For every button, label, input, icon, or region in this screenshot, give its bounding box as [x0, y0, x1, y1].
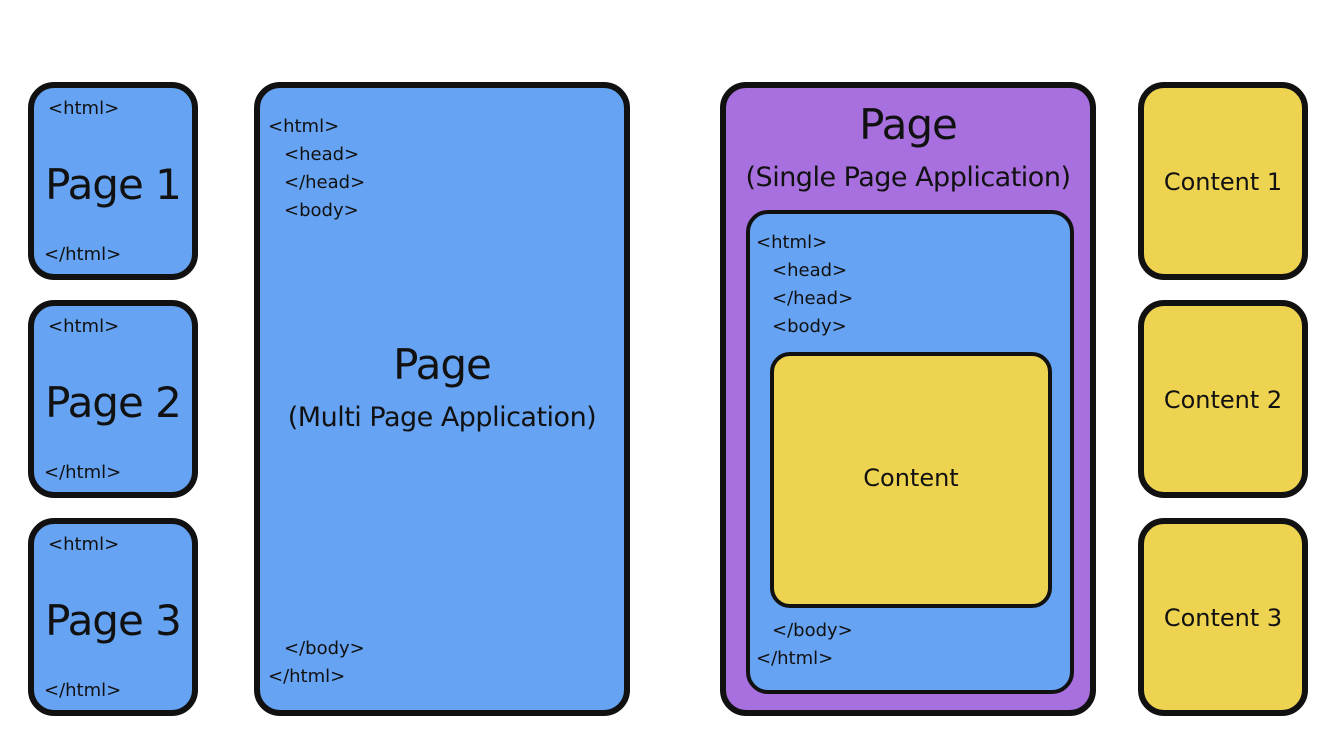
spa-tag-body-close: </body> [772, 620, 853, 641]
page-3-title: Page 3 [45, 596, 182, 645]
mpa-subtitle: (Multi Page Application) [287, 402, 597, 433]
page-2-title: Page 2 [45, 378, 182, 427]
spa-html-box: <html> <head> </head> <body> Content </b… [746, 210, 1074, 694]
page-2-box: <html> Page 2 </html> [28, 300, 198, 498]
mpa-tag-body-close: </body> [284, 638, 365, 659]
mpa-tag-html-close: </html> [268, 666, 346, 687]
spa-tag-html-open: <html> [756, 232, 828, 253]
html-close-tag: </html> [44, 680, 122, 701]
spa-tag-html-close: </html> [756, 648, 834, 669]
html-close-tag: </html> [44, 244, 122, 265]
mpa-title: Page [393, 340, 492, 389]
html-close-tag: </html> [44, 462, 122, 483]
content-3-label: Content 3 [1163, 604, 1283, 632]
page-1-title: Page 1 [45, 160, 182, 209]
html-open-tag: <html> [48, 534, 120, 555]
spa-tag-body-open: <body> [772, 316, 847, 337]
html-open-tag: <html> [48, 316, 120, 337]
mpa-page-box: <html> <head> </head> <body> Page (Multi… [254, 82, 630, 716]
content-1-box: Content 1 [1138, 82, 1308, 280]
page-1-box: <html> Page 1 </html> [28, 82, 198, 280]
spa-title: Page [859, 100, 958, 149]
spa-content-label: Content [863, 464, 959, 492]
content-2-label: Content 2 [1163, 386, 1283, 414]
mpa-tag-body-open: <body> [284, 200, 359, 221]
page-3-box: <html> Page 3 </html> [28, 518, 198, 716]
spa-tag-head-close: </head> [772, 288, 854, 309]
spa-tag-head-open: <head> [772, 260, 848, 281]
content-1-label: Content 1 [1163, 168, 1283, 196]
content-2-box: Content 2 [1138, 300, 1308, 498]
content-3-box: Content 3 [1138, 518, 1308, 716]
mpa-tag-html-open: <html> [268, 116, 340, 137]
mpa-tag-head-open: <head> [284, 144, 360, 165]
mpa-tag-head-close: </head> [284, 172, 366, 193]
html-open-tag: <html> [48, 98, 120, 119]
spa-page-box: Page (Single Page Application) <html> <h… [720, 82, 1096, 716]
spa-subtitle: (Single Page Application) [745, 162, 1071, 193]
spa-content-box: Content [770, 352, 1052, 608]
